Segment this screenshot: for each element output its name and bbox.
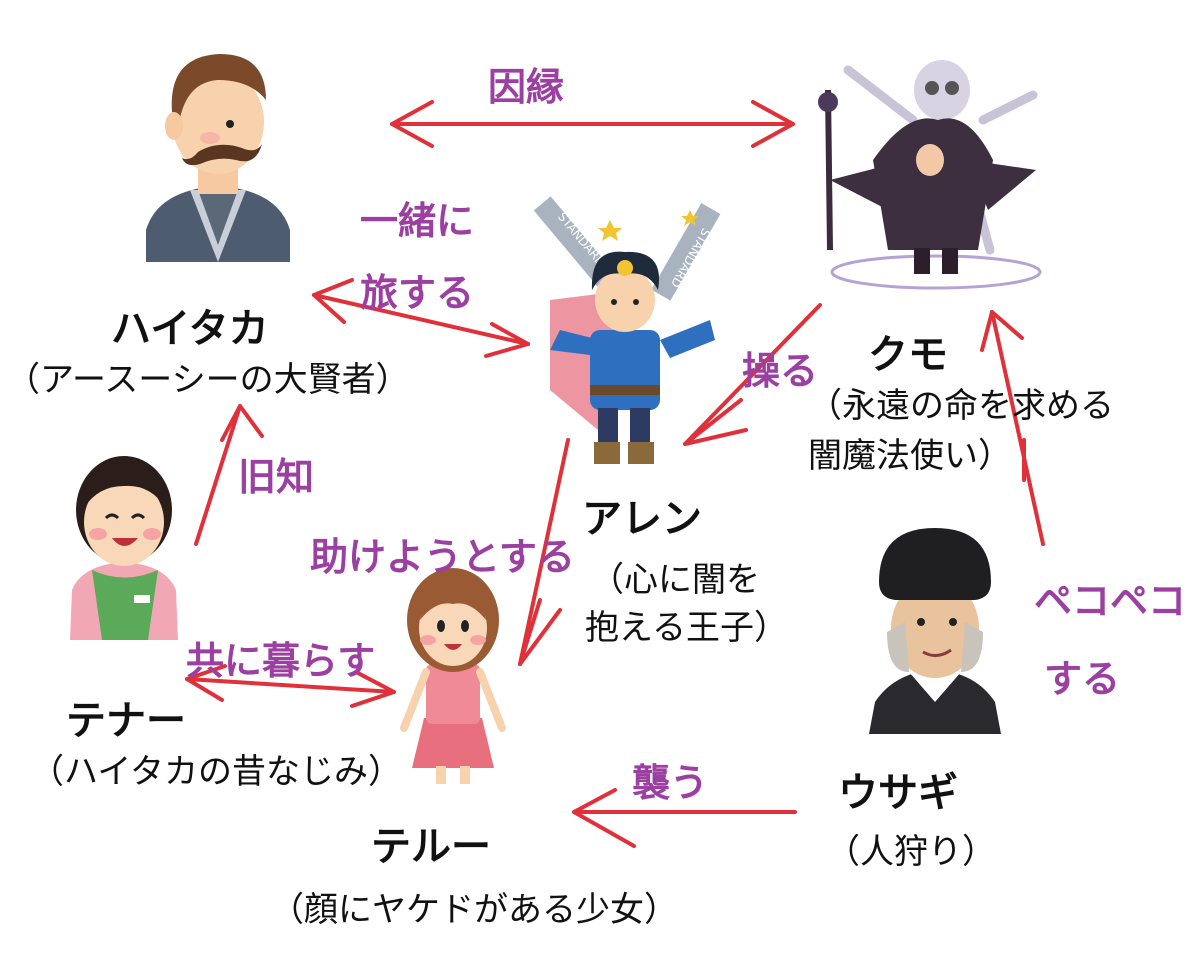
usagi-description: （人狩り） xyxy=(826,832,996,872)
relation-kurasu: 共に暮らす xyxy=(186,639,376,683)
relation-issho-line2: 旅する xyxy=(360,271,475,315)
allen-description-line2: 抱える王子） xyxy=(585,608,788,648)
kumo-description-line2: 闇魔法使い） xyxy=(808,436,1012,476)
usagi-illustration xyxy=(869,528,1001,734)
therru-description: （顔にヤケドがある少女） xyxy=(270,890,678,930)
relation-kyuchi: 旧知 xyxy=(238,455,315,499)
arrow-innen xyxy=(390,100,795,148)
usagi-name: ウサギ xyxy=(838,770,958,816)
therru-name: テルー xyxy=(371,824,491,870)
haitaka-illustration xyxy=(146,54,290,262)
relation-issho-line1: 一緒に xyxy=(360,199,475,243)
kumo-description-line1: （永遠の命を求める xyxy=(808,386,1114,426)
kumo-illustration xyxy=(818,60,1042,290)
kumo-name: クモ xyxy=(868,332,948,378)
allen-description-line1: （心に闇を xyxy=(590,560,760,600)
relation-tasuke: 助けようとする xyxy=(310,535,575,579)
tenar-illustration xyxy=(70,456,178,640)
tenar-name: テナー xyxy=(66,698,186,744)
allen-name: アレン xyxy=(582,496,702,542)
relation-osou: 襲う xyxy=(632,761,709,805)
relation-peko-line1: ペコペコ xyxy=(1034,579,1187,623)
therru-illustration xyxy=(400,568,506,784)
relation-ayatsuru: 操る xyxy=(742,349,819,393)
haitaka-name: ハイタカ xyxy=(111,306,269,352)
relation-peko-line2: する xyxy=(1044,657,1121,701)
allen-illustration: STANDARD STANDARD xyxy=(533,196,721,464)
tenar-description: （ハイタカの昔なじみ） xyxy=(30,752,402,792)
haitaka-description: （アースーシーの大賢者） xyxy=(6,360,410,400)
relation-innen: 因縁 xyxy=(488,65,565,109)
